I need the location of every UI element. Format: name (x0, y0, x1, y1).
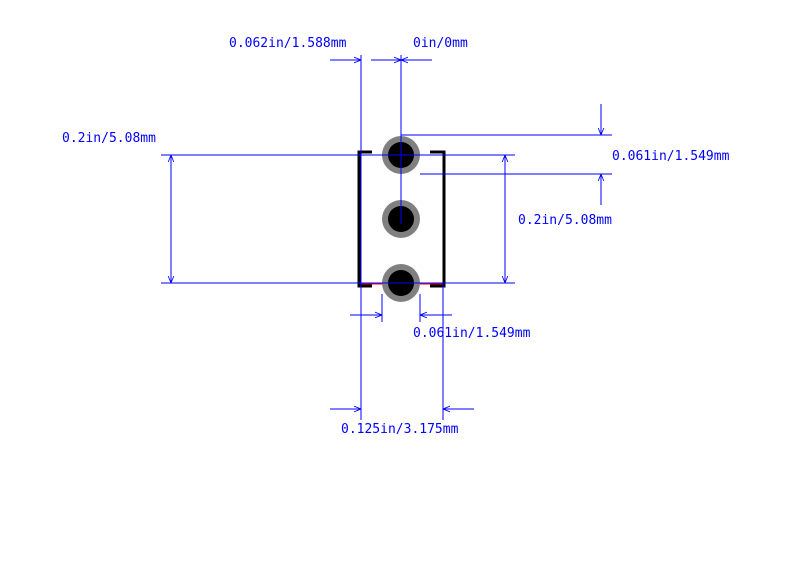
bottom-pad-label: 0.061in/1.549mm (413, 326, 531, 341)
right-pitch-label: 0.2in/5.08mm (518, 213, 612, 228)
dimension-lines (161, 55, 612, 420)
right-top-pad-label: 0.061in/1.549mm (612, 149, 730, 164)
left-height-label: 0.2in/5.08mm (62, 131, 156, 146)
bottom-width-label: 0.125in/3.175mm (341, 422, 459, 437)
top-left-offset-label: 0.062in/1.588mm (229, 36, 347, 51)
component-outline (357, 150, 446, 288)
top-zero-label: 0in/0mm (413, 36, 468, 51)
